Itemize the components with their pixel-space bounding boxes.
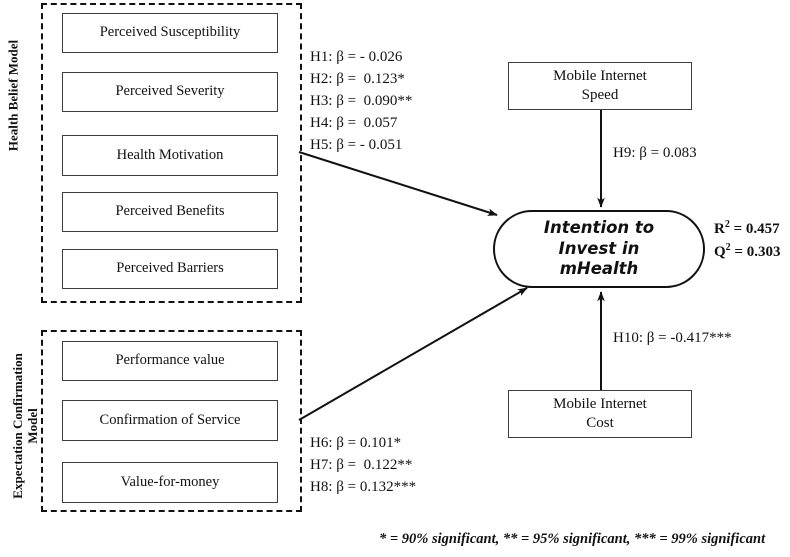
construct-confirmation-of-service[interactable]: Confirmation of Service bbox=[62, 400, 278, 441]
arrow-ecm-to-intention bbox=[298, 287, 528, 421]
endogenous-label: Intention to Invest in mHealth bbox=[543, 218, 655, 279]
construct-value-for-money[interactable]: Value-for-money bbox=[62, 462, 278, 503]
group-expectation-confirmation-model bbox=[41, 330, 302, 512]
endogenous-intention-to-invest-in-mhealth[interactable]: Intention to Invest in mHealth bbox=[493, 210, 705, 288]
fit-statistics: R2 = 0.457 Q2 = 0.303 bbox=[714, 218, 780, 264]
construct-performance-value[interactable]: Performance value bbox=[62, 341, 278, 381]
hypotheses-h1-h5: H1: β = - 0.026 H2: β = 0.123* H3: β = 0… bbox=[310, 49, 413, 154]
moderator-speed-label: Mobile Internet Speed bbox=[553, 67, 647, 104]
construct-perceived-susceptibility[interactable]: Perceived Susceptibility bbox=[62, 13, 278, 53]
construct-perceived-severity[interactable]: Perceived Severity bbox=[62, 72, 278, 112]
group-caption-line-2: Model bbox=[25, 408, 40, 444]
group-health-belief-model bbox=[41, 3, 302, 303]
significance-footnote: * = 90% significant, ** = 95% significan… bbox=[379, 531, 766, 547]
arrow-hbm-to-intention bbox=[298, 151, 498, 216]
path-label-h10: H10: β = -0.417*** bbox=[613, 330, 732, 346]
construct-perceived-barriers[interactable]: Perceived Barriers bbox=[62, 249, 278, 289]
moderator-mobile-internet-cost[interactable]: Mobile Internet Cost bbox=[508, 390, 692, 438]
hypotheses-h6-h8: H6: β = 0.101* H7: β = 0.122** H8: β = 0… bbox=[310, 435, 417, 496]
construct-perceived-benefits[interactable]: Perceived Benefits bbox=[62, 192, 278, 232]
group-caption-expectation-confirmation-model: Expectation Confirmation Model bbox=[10, 331, 41, 521]
q-squared-stat: Q2 = 0.303 bbox=[714, 241, 781, 260]
moderator-cost-label: Mobile Internet Cost bbox=[553, 395, 647, 432]
moderator-mobile-internet-speed[interactable]: Mobile Internet Speed bbox=[508, 62, 692, 110]
r-squared-stat: R2 = 0.457 bbox=[714, 219, 780, 237]
group-caption-line-1: Expectation Confirmation bbox=[10, 353, 26, 499]
group-caption-health-belief-model: Health Belief Model bbox=[5, 39, 21, 152]
construct-health-motivation[interactable]: Health Motivation bbox=[62, 135, 278, 176]
path-label-h9: H9: β = 0.083 bbox=[613, 145, 697, 161]
